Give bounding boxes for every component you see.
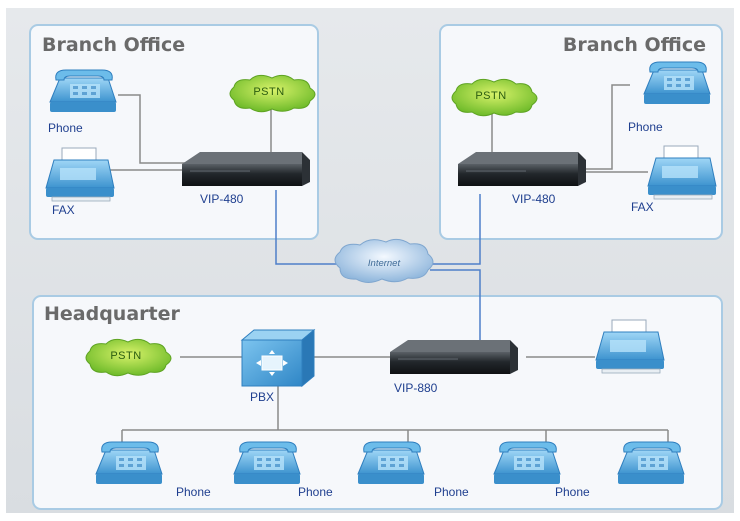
internet-label: Internet <box>368 258 401 269</box>
branch-right-title: Branch Office <box>563 34 706 56</box>
branch-right-device-label: VIP-480 <box>512 192 556 206</box>
branch-left-pstn: PSTN <box>229 74 316 113</box>
pbx-icon <box>240 328 316 388</box>
phone-icon <box>643 61 711 105</box>
phone-icon <box>49 69 117 113</box>
vip-480-right-device <box>458 152 586 186</box>
branch-left-fax-label: FAX <box>52 203 75 217</box>
hq-device-label: VIP-880 <box>394 381 438 395</box>
branch-right-panel <box>439 24 723 240</box>
hq-phone-label: Phone <box>434 485 469 499</box>
phone-icon <box>617 441 685 485</box>
internet-cloud: Internet <box>334 238 434 283</box>
branch-right-pstn-label: PSTN <box>475 90 506 102</box>
branch-left-title: Branch Office <box>42 34 185 56</box>
branch-left-pstn-label: PSTN <box>253 86 284 98</box>
vip-480-left-device <box>182 152 310 186</box>
branch-left-device-label: VIP-480 <box>200 192 244 206</box>
hq-pstn: PSTN <box>85 338 172 377</box>
phone-icon <box>493 441 561 485</box>
hq-phone-label: Phone <box>298 485 333 499</box>
hq-phone-label: Phone <box>555 485 590 499</box>
hq-pbx-label: PBX <box>250 390 274 404</box>
phone-icon <box>95 441 163 485</box>
branch-right-fax-label: FAX <box>631 200 654 214</box>
hq-phone-label: Phone <box>176 485 211 499</box>
internet-links <box>275 190 481 340</box>
phone-icon <box>357 441 425 485</box>
branch-right-phone-label: Phone <box>628 120 663 134</box>
headquarter-title: Headquarter <box>44 303 180 325</box>
vip-880-device <box>390 340 518 374</box>
phone-icon <box>233 441 301 485</box>
branch-left-phone-label: Phone <box>48 121 83 135</box>
hq-pstn-label: PSTN <box>110 350 141 362</box>
branch-right-pstn: PSTN <box>451 78 538 117</box>
